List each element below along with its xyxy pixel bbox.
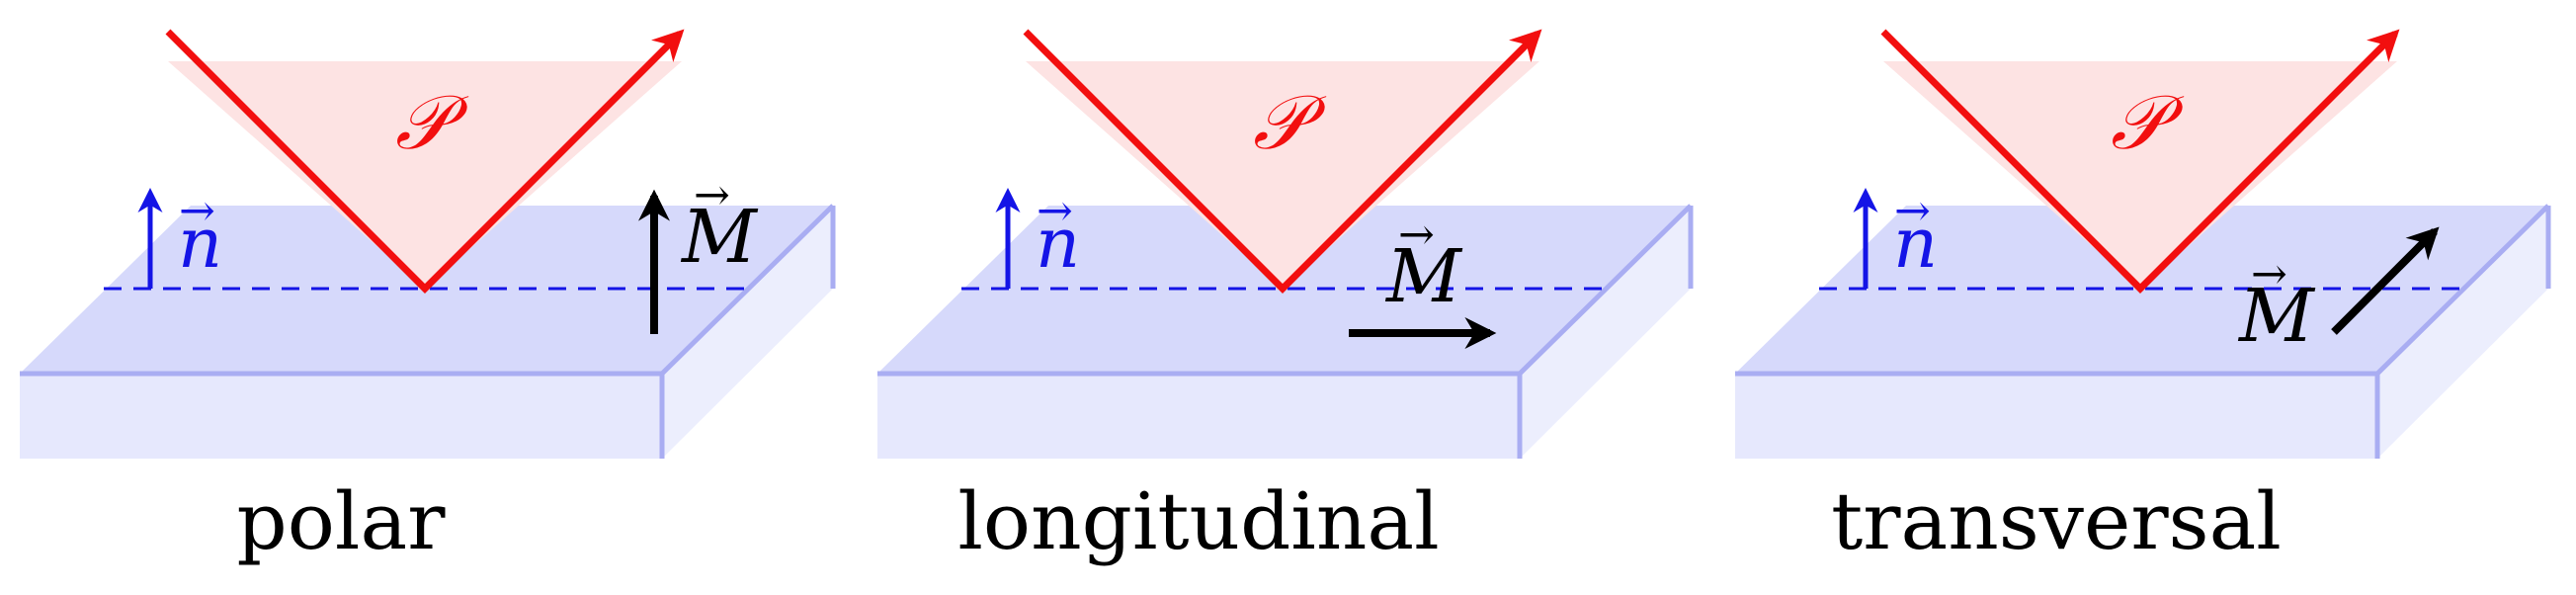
- normal-vector-label: n: [1036, 203, 1080, 284]
- plane-of-incidence: [1883, 61, 2397, 289]
- magnetization-arrow-glyph: →: [1398, 210, 1435, 260]
- panel-transversal: n → 𝒫 M → transversal: [1735, 29, 2551, 567]
- slab-side-face: [662, 206, 833, 459]
- magnetization-arrow: [2331, 226, 2440, 335]
- panel-label-longitudinal: longitudinal: [957, 475, 1439, 567]
- magnetization-arrow-glyph: →: [694, 170, 730, 220]
- slab-front-face: [1735, 374, 2377, 459]
- panel-label-transversal: transversal: [1831, 475, 2282, 567]
- light-beam: [165, 29, 685, 294]
- light-beam: [1023, 29, 1542, 294]
- magnetization-label: M: [680, 195, 759, 280]
- normal-vector-label: n: [1893, 203, 1938, 284]
- sample-slab: [1735, 204, 2551, 459]
- panel-label-polar: polar: [237, 475, 447, 567]
- slab-side-face: [1520, 206, 1691, 459]
- magnetization-label: M: [2237, 274, 2316, 359]
- magnetization-label: M: [1384, 234, 1463, 319]
- magnetization-arrow-glyph: →: [2251, 249, 2287, 299]
- plane-of-incidence: [168, 61, 682, 289]
- slab-front-face: [20, 374, 662, 459]
- normal-vector-label: n: [178, 203, 222, 284]
- slab-front-face: [877, 374, 1520, 459]
- sample-slab: [20, 204, 836, 459]
- normal-vector-arrow-glyph: →: [1894, 186, 1931, 236]
- panel-polar: n → 𝒫 M → polar: [20, 29, 836, 567]
- light-beam: [1880, 29, 2400, 294]
- normal-vector-arrow-glyph: →: [1037, 186, 1073, 236]
- panel-longitudinal: n → 𝒫 M → longitudinal: [877, 29, 1694, 567]
- normal-vector-arrow-glyph: →: [179, 186, 215, 236]
- slab-side-face: [2377, 206, 2548, 459]
- plane-of-incidence: [1026, 61, 1539, 289]
